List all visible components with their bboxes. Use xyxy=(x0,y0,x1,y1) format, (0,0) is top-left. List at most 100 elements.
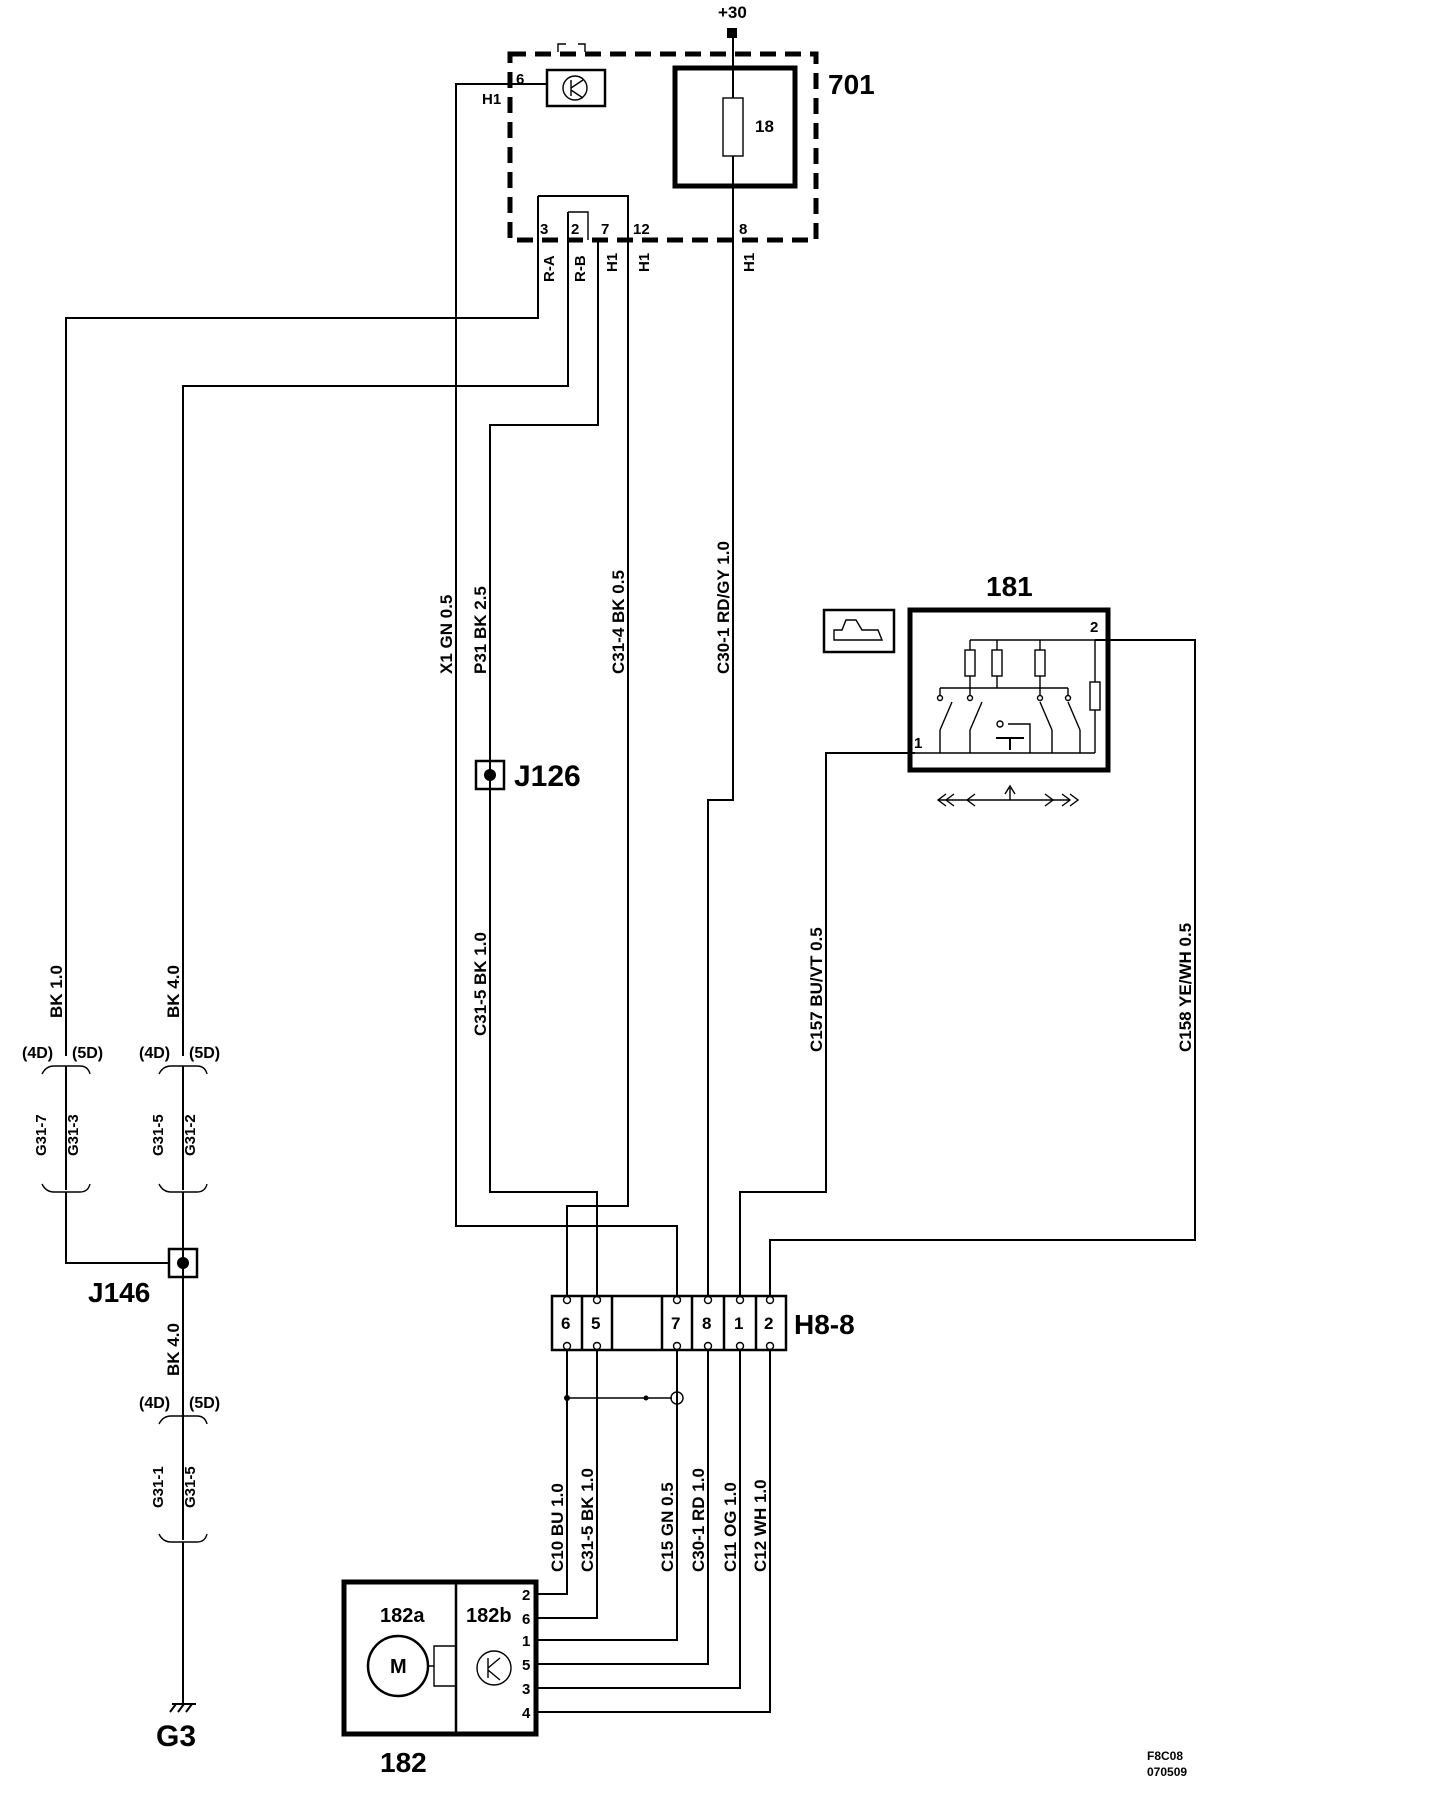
wire-label-c31-5-mid: C31-5 BK 1.0 xyxy=(471,932,490,1036)
pin-701-h1: H1 xyxy=(482,91,501,108)
pin-701-2: 2 xyxy=(571,221,579,238)
ground-g3-label: G3 xyxy=(156,1720,196,1753)
g3-5d: (5D) xyxy=(189,1395,220,1412)
wire-c31-5-low xyxy=(536,1350,598,1619)
pin-182-6: 6 xyxy=(522,1611,530,1628)
wire-label-x1: X1 GN 0.5 xyxy=(437,595,456,674)
g2-4d: (4D) xyxy=(139,1045,170,1062)
footer-date: 070509 xyxy=(1147,1765,1187,1779)
wire-bk10 xyxy=(65,196,539,1056)
wire-c30-1-low xyxy=(536,1350,709,1665)
pin-701-12: 12 xyxy=(633,221,650,238)
g2-5d: (5D) xyxy=(189,1045,220,1062)
fuse-18 xyxy=(722,97,744,157)
fuse-label: 18 xyxy=(755,117,774,136)
pin-182-1: 1 xyxy=(522,1633,530,1650)
g2-a: G31-5 xyxy=(150,1114,167,1156)
pin-182-4: 4 xyxy=(522,1705,531,1722)
pin-label-h1-12: H1 xyxy=(636,253,653,272)
wire-c158 xyxy=(769,639,1196,1296)
h8-pin-2: 2 xyxy=(764,1314,773,1333)
component-182: 182a 182b M 2 6 1 5 3 4 xyxy=(341,1579,539,1737)
wire-label-c157: C157 BU/VT 0.5 xyxy=(807,927,826,1052)
footer-code: F8C08 xyxy=(1147,1749,1183,1763)
component-182a-label: 182a xyxy=(380,1605,425,1627)
splice-j146-label: J146 xyxy=(88,1277,150,1308)
component-181: 181 2 1 xyxy=(822,571,1111,807)
g2-b: G31-2 xyxy=(182,1114,199,1156)
wire-x1 xyxy=(455,83,678,1296)
pin-label-rb: R-B xyxy=(572,255,589,282)
wire-c157 xyxy=(739,752,915,1296)
g1-5d: (5D) xyxy=(72,1045,103,1062)
wire-c10 xyxy=(536,1350,568,1595)
connector-h8-label: H8-8 xyxy=(794,1309,855,1340)
wire-label-c12: C12 WH 1.0 xyxy=(751,1479,770,1572)
component-701: 701 18 xyxy=(507,34,875,243)
pin-182-5: 5 xyxy=(522,1657,530,1674)
g3-b: G31-5 xyxy=(182,1466,199,1508)
connector-h8-8: 6 5 7 8 1 2 H8-8 xyxy=(550,1294,855,1352)
wire-label-c30-1-top: C30-1 RD/GY 1.0 xyxy=(714,541,733,674)
wire-label-p31: P31 BK 2.5 xyxy=(471,586,490,674)
g1-4d: (4D) xyxy=(22,1045,53,1062)
pin-label-ra: R-A xyxy=(541,255,558,282)
wire-c15 xyxy=(536,1350,678,1641)
splice-j126: J126 xyxy=(474,759,581,793)
sensor-icon xyxy=(476,1650,512,1686)
ground-icon xyxy=(169,1703,196,1713)
wire-c30-1 xyxy=(707,240,734,1296)
component-701-label: 701 xyxy=(828,69,875,100)
pin-181-1: 1 xyxy=(914,735,922,752)
wire-label-bk40-a: BK 4.0 xyxy=(164,965,183,1018)
wire-p31 xyxy=(489,240,599,1296)
wire-label-c31-5-low: C31-5 BK 1.0 xyxy=(578,1468,597,1572)
component-181-label: 181 xyxy=(986,571,1033,602)
g3-a: G31-1 xyxy=(150,1466,167,1508)
wire-to-j146 xyxy=(65,1192,170,1264)
wire-label-c158: C158 YE/WH 0.5 xyxy=(1176,923,1195,1052)
connector-group-g31-top-left: (4D) (5D) G31-7 G31-3 xyxy=(22,1045,103,1193)
pin-182-2: 2 xyxy=(522,1587,530,1604)
wire-c31-4 xyxy=(566,240,629,1296)
h8-pin-7: 7 xyxy=(671,1314,680,1333)
fuse-box xyxy=(672,65,798,189)
h8-pin-5: 5 xyxy=(591,1314,600,1333)
g1-a: G31-7 xyxy=(33,1114,50,1156)
wire-label-c10: C10 BU 1.0 xyxy=(548,1483,567,1572)
shield-ring xyxy=(670,1391,684,1405)
pin-181-2: 2 xyxy=(1090,619,1098,636)
splice-j146: J146 xyxy=(88,1247,199,1308)
pin-701-6: 6 xyxy=(516,71,524,88)
pin-label-h1-7: H1 xyxy=(604,253,621,272)
connector-group-g31-bottom: (4D) (5D) G31-1 G31-5 xyxy=(139,1395,220,1543)
connector-group-g31-top-right: (4D) (5D) G31-5 G31-2 xyxy=(139,1045,220,1193)
h8-pin-6: 6 xyxy=(561,1314,570,1333)
pin-701-8: 8 xyxy=(739,221,747,238)
wire-label-c30-1-low: C30-1 RD 1.0 xyxy=(689,1468,708,1572)
pin-label-h1-8: H1 xyxy=(741,253,758,272)
g3-4d: (4D) xyxy=(139,1395,170,1412)
pin-701-3: 3 xyxy=(540,221,548,238)
supply-label: +30 xyxy=(718,3,747,22)
wire-c11 xyxy=(536,1350,741,1689)
h8-pin-1: 1 xyxy=(734,1314,743,1333)
motor-symbol: M xyxy=(390,1656,407,1678)
g1-b: G31-3 xyxy=(65,1114,82,1156)
component-182b-label: 182b xyxy=(466,1605,512,1627)
component-182-label: 182 xyxy=(380,1747,427,1778)
supply-terminal xyxy=(727,28,737,38)
wire-label-bk40-b: BK 4.0 xyxy=(164,1323,183,1376)
seat-icon xyxy=(822,608,896,654)
wire-c12 xyxy=(536,1350,771,1713)
wire-label-c15: C15 GN 0.5 xyxy=(658,1482,677,1572)
wire-label-c31-4: C31-4 BK 0.5 xyxy=(609,570,628,674)
pin-182-3: 3 xyxy=(522,1681,530,1698)
pin-701-7: 7 xyxy=(601,221,609,238)
wire-label-bk10: BK 1.0 xyxy=(47,965,66,1018)
splice-j126-label: J126 xyxy=(514,760,581,793)
relay-symbol xyxy=(545,68,607,108)
h8-pin-8: 8 xyxy=(702,1314,711,1333)
wire-label-c11: C11 OG 1.0 xyxy=(721,1482,740,1572)
